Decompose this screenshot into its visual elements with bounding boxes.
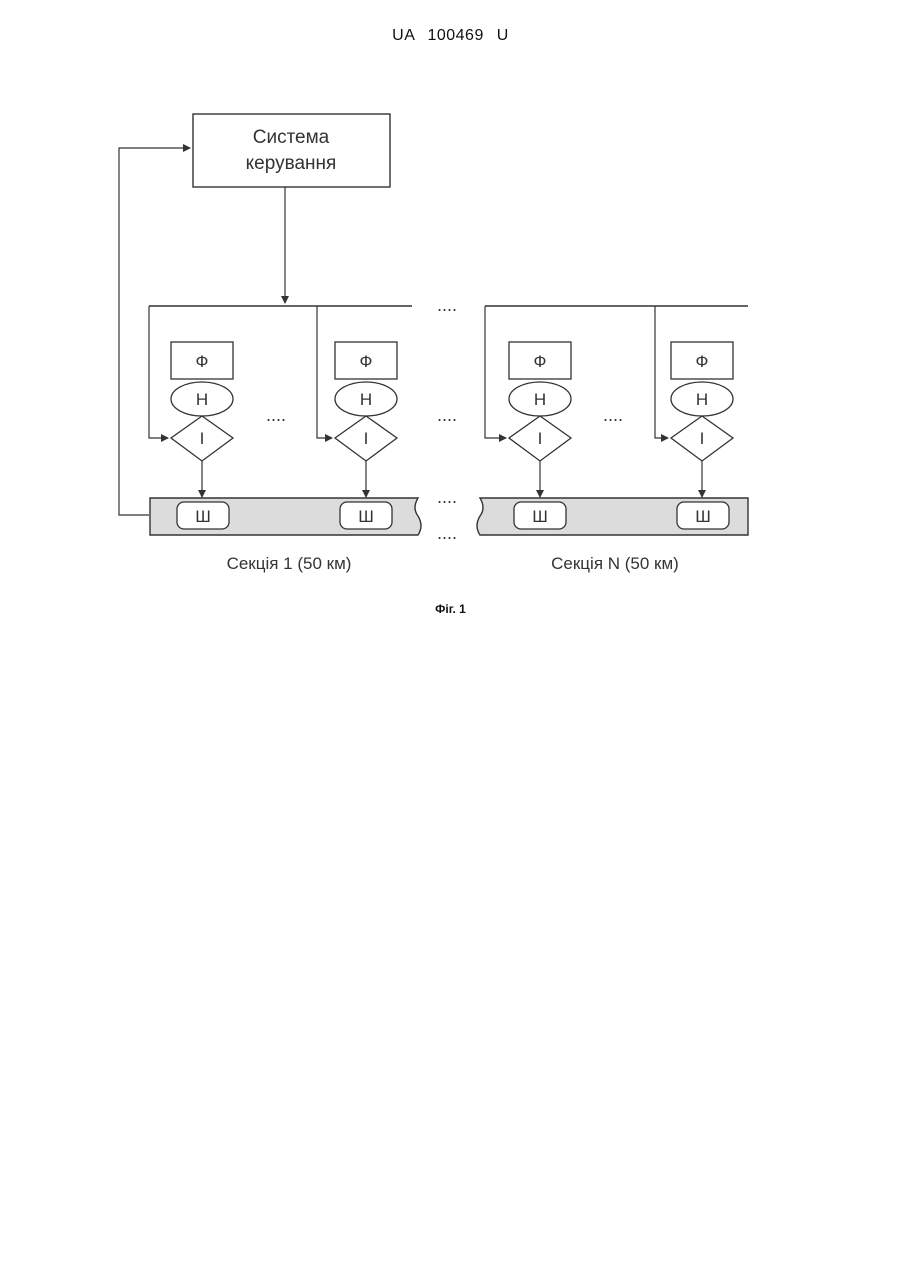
figure-caption: Фіг. 1 (0, 602, 901, 616)
unit-dots-between-sections: .... (437, 405, 457, 425)
unit-dots-section-1: .... (266, 405, 286, 425)
unit-1: Ф Н І Ш (149, 306, 233, 529)
pipeline-dots-bottom: .... (437, 523, 457, 543)
f-label: Ф (696, 352, 709, 371)
f-label: Ф (360, 352, 373, 371)
sh-label: Ш (695, 507, 711, 526)
unit-dots-section-n: .... (603, 405, 623, 425)
feedback-line (119, 148, 190, 515)
bus-continuation-dots: .... (437, 295, 457, 315)
section-n-label: Секція N (50 км) (551, 554, 679, 573)
i-label: І (538, 429, 543, 448)
n-label: Н (360, 390, 372, 409)
i-label: І (364, 429, 369, 448)
n-label: Н (196, 390, 208, 409)
control-system-block: Система керування (193, 114, 390, 187)
i-label: І (700, 429, 705, 448)
pipeline-dots-top: .... (437, 487, 457, 507)
control-system-label-line2: керування (246, 153, 337, 174)
section-1-label: Секція 1 (50 км) (227, 554, 352, 573)
unit-3: Ф Н І Ш (485, 306, 571, 529)
unit-4: Ф Н І Ш (655, 306, 733, 529)
n-label: Н (534, 390, 546, 409)
sh-label: Ш (195, 507, 211, 526)
i-label: І (200, 429, 205, 448)
system-diagram: Система керування .... .... .... .... ..… (0, 0, 901, 640)
n-label: Н (696, 390, 708, 409)
sh-label: Ш (358, 507, 374, 526)
sh-label: Ш (532, 507, 548, 526)
f-label: Ф (196, 352, 209, 371)
control-system-label-line1: Система (253, 127, 330, 148)
f-label: Ф (534, 352, 547, 371)
unit-2: Ф Н І Ш (317, 306, 397, 529)
